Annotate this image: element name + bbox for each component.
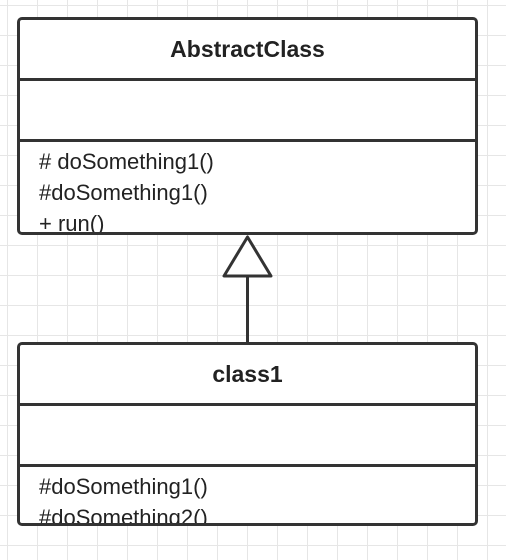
operation: #doSomething2() [39,505,208,526]
class1-attributes [20,406,475,467]
abstract-class-box[interactable]: AbstractClass # doSomething1() #doSometh… [17,17,478,235]
operation: + run() [39,211,105,235]
class1-box[interactable]: class1 #doSomething1() #doSomething2() [17,342,478,526]
operation: # doSomething1() [39,149,214,174]
operation: #doSomething1() [39,474,208,499]
inheritance-arrowhead [222,235,273,278]
abstract-class-operations: # doSomething1() #doSomething1() + run() [20,142,475,235]
abstract-class-attributes [20,81,475,142]
class1-operations: #doSomething1() #doSomething2() [20,467,475,526]
abstract-class-name: AbstractClass [20,20,475,81]
operation: #doSomething1() [39,180,208,205]
class1-name: class1 [20,345,475,406]
